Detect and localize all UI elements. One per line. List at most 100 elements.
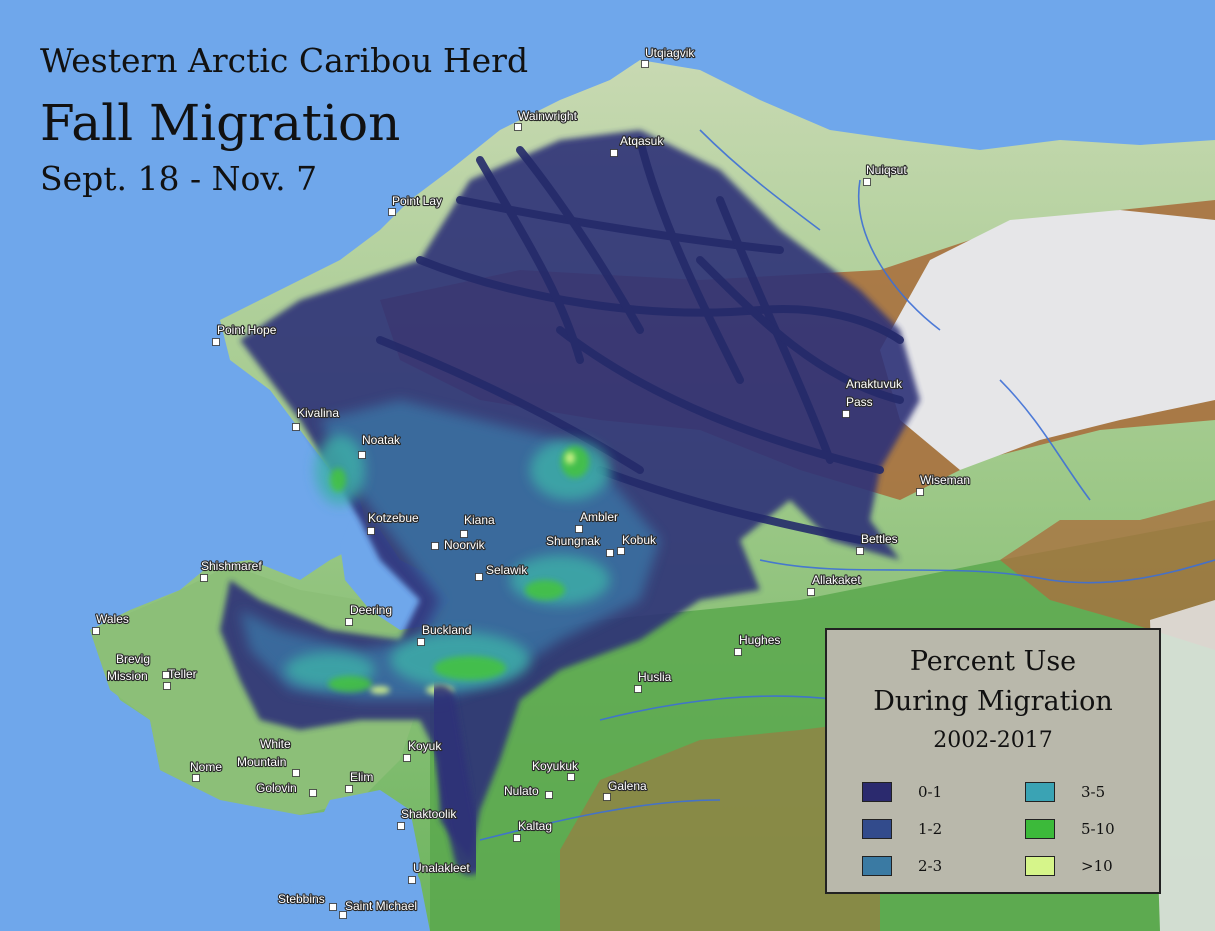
town-label: Golovin <box>256 781 297 795</box>
town-marker <box>856 547 864 555</box>
town-marker <box>345 618 353 626</box>
town-marker <box>603 793 611 801</box>
town-marker <box>92 627 100 635</box>
town-marker <box>367 527 375 535</box>
town-marker <box>345 785 353 793</box>
town-marker <box>513 834 521 842</box>
town-label: Nuiqsut <box>866 163 907 177</box>
town-label: Point Lay <box>392 194 442 208</box>
legend-title: Percent Use <box>909 646 1077 677</box>
title-season: Fall Migration <box>40 94 400 152</box>
town-label: Teller <box>168 667 197 681</box>
town-label: Huslia <box>638 670 672 684</box>
town-label: Elim <box>350 770 373 784</box>
town-marker <box>734 648 742 656</box>
town-marker <box>514 123 522 131</box>
legend-item-2-3: 2-3 <box>862 856 942 876</box>
town-label: Saint Michael <box>345 899 417 913</box>
town-label: Anaktuvuk <box>846 377 903 391</box>
legend-subtitle: During Migration <box>873 686 1113 717</box>
town-marker <box>916 488 924 496</box>
legend-swatch <box>1025 819 1055 839</box>
town-marker <box>641 60 649 68</box>
town-marker <box>192 774 200 782</box>
town-label: Pass <box>846 395 873 409</box>
town-label: Wiseman <box>920 473 970 487</box>
legend-label: 2-3 <box>918 857 943 875</box>
town-label: White <box>260 737 291 751</box>
legend-swatch <box>1025 856 1055 876</box>
legend-label: >10 <box>1081 857 1113 875</box>
legend-item-over-10: >10 <box>1025 856 1113 876</box>
town-label: Kotzebue <box>368 511 419 525</box>
town-label: Brevig <box>116 652 150 666</box>
town-marker <box>329 903 337 911</box>
town-marker <box>292 423 300 431</box>
town-label: Deering <box>350 603 392 617</box>
legend-years: 2002-2017 <box>933 728 1053 753</box>
town-label: Shishmaref <box>201 559 262 573</box>
town-label: Nome <box>190 760 222 774</box>
town-marker <box>200 574 208 582</box>
legend-item-0-1: 0-1 <box>862 782 942 802</box>
town-marker <box>417 638 425 646</box>
town-marker <box>863 178 871 186</box>
map-title: Western Arctic Caribou Herd Fall Migrati… <box>40 41 528 198</box>
title-dates: Sept. 18 - Nov. 7 <box>40 159 317 198</box>
town-marker <box>358 451 366 459</box>
legend-item-1-2: 1-2 <box>862 819 942 839</box>
town-marker <box>431 542 439 550</box>
town-marker <box>163 682 171 690</box>
town-label: Koyuk <box>408 739 442 753</box>
town-label: Buckland <box>422 623 471 637</box>
town-marker <box>292 769 300 777</box>
legend-label: 3-5 <box>1081 783 1106 801</box>
legend-item-3-5: 3-5 <box>1025 782 1105 802</box>
town-label: Kobuk <box>622 533 657 547</box>
town-marker <box>634 685 642 693</box>
legend-item-5-10: 5-10 <box>1025 819 1115 839</box>
town-label: Kiana <box>464 513 495 527</box>
town-label: Allakaket <box>812 573 861 587</box>
town-label: Hughes <box>739 633 780 647</box>
town-marker <box>162 671 170 679</box>
legend: Percent Use During Migration 2002-2017 0… <box>825 628 1161 894</box>
town-marker <box>388 208 396 216</box>
town-label: Stebbins <box>278 892 325 906</box>
legend-swatch <box>862 782 892 802</box>
town-label: Kivalina <box>297 406 339 420</box>
town-label: Noatak <box>362 433 401 447</box>
town-label: Wainwright <box>518 109 578 123</box>
town-label: Shungnak <box>546 534 601 548</box>
legend-label: 5-10 <box>1081 820 1115 838</box>
town-label: Unalakleet <box>413 861 470 875</box>
legend-swatch <box>862 856 892 876</box>
town-marker <box>575 525 583 533</box>
legend-swatch <box>1025 782 1055 802</box>
town-marker <box>339 911 347 919</box>
town-marker <box>408 876 416 884</box>
town-marker <box>475 573 483 581</box>
town-label: Kaltag <box>518 819 552 833</box>
town-marker <box>545 791 553 799</box>
town-label: Atqasuk <box>620 134 664 148</box>
title-herd: Western Arctic Caribou Herd <box>40 41 528 80</box>
legend-label: 0-1 <box>918 783 943 801</box>
town-label: Ambler <box>580 510 618 524</box>
town-label: Point Hope <box>217 323 277 337</box>
legend-swatch <box>862 819 892 839</box>
town-label: Wales <box>96 612 129 626</box>
town-label: Selawik <box>486 563 528 577</box>
town-label: Noorvik <box>444 538 486 552</box>
town-label: Shaktoolik <box>401 807 457 821</box>
town-label: Utqiagvik <box>645 46 695 60</box>
legend-label: 1-2 <box>918 820 943 838</box>
town-label: Nulato <box>504 784 539 798</box>
town-marker <box>610 149 618 157</box>
town-label: Mountain <box>237 755 286 769</box>
town-label: Mission <box>107 669 148 683</box>
town-label: Bettles <box>861 532 898 546</box>
town-label: Galena <box>608 779 647 793</box>
town-marker <box>617 547 625 555</box>
